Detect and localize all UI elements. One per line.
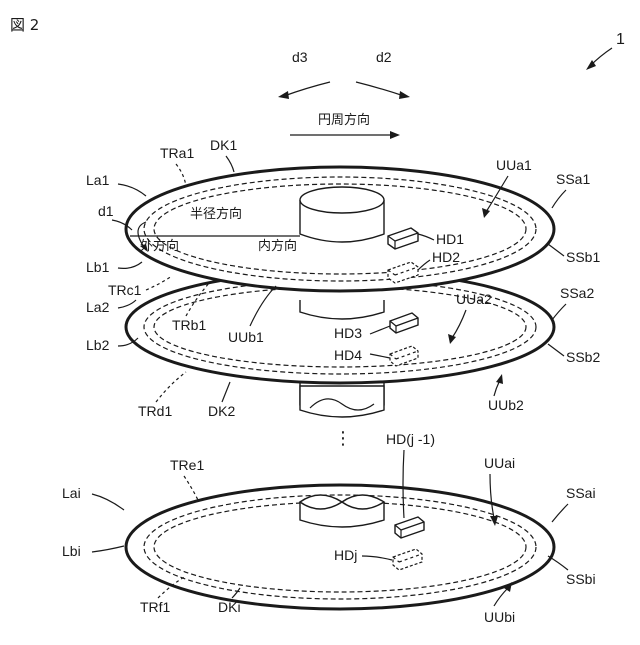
d2-label: d2 (376, 49, 392, 65)
disk-1-surface-b: Lb1 (86, 259, 110, 275)
disk-i-system-b-leader (548, 556, 568, 570)
head-hd2-label: HD2 (432, 249, 460, 265)
disk-1-track-a-leader (176, 164, 186, 186)
circumferential-arrowhead (390, 131, 400, 139)
disk-1-hub-top (300, 187, 384, 213)
disk-2-system-a-leader (552, 304, 566, 320)
disk-i-surface-a: Lai (62, 485, 81, 501)
stack-ellipsis: ⋮ (334, 428, 352, 448)
disk-i-system-a: SSai (566, 485, 596, 501)
d1-label: d1 (98, 203, 114, 219)
disk-i-track-f: TRf1 (140, 599, 171, 615)
disk-2-user-area-a: UUa2 (456, 291, 492, 307)
head-hd1-label: HD1 (436, 231, 464, 247)
disk-1-track-c-leader (146, 276, 172, 290)
disk-1-user-area-a: UUa1 (496, 157, 532, 173)
disk-1 (126, 167, 554, 291)
disk-1-system-b-leader (548, 244, 564, 256)
d2-arc (356, 82, 404, 96)
disk-2-surface-b: Lb2 (86, 337, 110, 353)
disk-2-track-d-leader (156, 372, 186, 402)
disk-2-track-d: TRd1 (138, 403, 172, 419)
disk-1-name-leader (226, 156, 234, 172)
disk-i-system-a-leader (552, 504, 568, 522)
head-hd3-label: HD3 (334, 325, 362, 341)
disk-1-user-area-b: UUb1 (228, 329, 264, 345)
d2-arrowhead (399, 91, 410, 99)
circumferential-direction-label: 円周方向 (318, 112, 370, 128)
disk-2-surface-a: La2 (86, 299, 110, 315)
disk-2-name: DK2 (208, 403, 235, 419)
disk-1-system-a: SSa1 (556, 171, 590, 187)
disk-i-surface-b-leader (92, 546, 124, 552)
disk-i-name: DKi (218, 599, 241, 615)
figure-ref-number: 1 (616, 31, 625, 48)
disk-1-surface-b-leader (118, 262, 142, 268)
disk-1-system-a-leader (552, 190, 566, 208)
disk-2-surface-a-leader (118, 300, 136, 308)
disk-1-track-c: TRc1 (108, 282, 142, 298)
disk-1-name: DK1 (210, 137, 237, 153)
spindle-segment-middle (300, 386, 384, 417)
figure-title: 図 2 (10, 16, 39, 34)
disk-1-surface-a: La1 (86, 172, 110, 188)
disk-i-user-area-a: UUai (484, 455, 515, 471)
disk-2-system-a: SSa2 (560, 285, 594, 301)
outward-direction-label: 外方向 (140, 238, 179, 254)
disk-i-user-area-b: UUbi (484, 609, 515, 625)
d3-arc (284, 82, 330, 96)
disk-2-hub (300, 300, 384, 319)
disk-1-system-b: SSb1 (566, 249, 600, 265)
disk-2-name-leader (222, 382, 230, 402)
disk-i-surface-b: Lbi (62, 543, 81, 559)
head-j-1-label: HD(j -1) (386, 431, 435, 447)
head-hd4-label: HD4 (334, 347, 362, 363)
disk-2-user-area-b-arrowhead (496, 374, 503, 384)
disk-1-track-a: TRa1 (160, 145, 194, 161)
disk-i-system-b: SSbi (566, 571, 596, 587)
disk-2-system-b: SSb2 (566, 349, 600, 365)
d3-arrowhead (278, 91, 289, 99)
disk-i-track-e: TRe1 (170, 457, 204, 473)
head-j-1-leader (403, 450, 404, 518)
disk-1-surface-a-leader (118, 184, 146, 196)
inward-direction-label: 内方向 (258, 238, 297, 254)
radial-direction-label: 半径方向 (190, 206, 242, 222)
d3-label: d3 (292, 49, 308, 65)
disk-2-user-area-b: UUb2 (488, 397, 524, 413)
disk-i-surface-a-leader (92, 494, 124, 510)
disk-1-track-b: TRb1 (172, 317, 206, 333)
disk-i-track-e-leader (184, 476, 198, 500)
disk-2-system-b-leader (548, 344, 564, 356)
head-j-label: HDj (334, 547, 357, 563)
